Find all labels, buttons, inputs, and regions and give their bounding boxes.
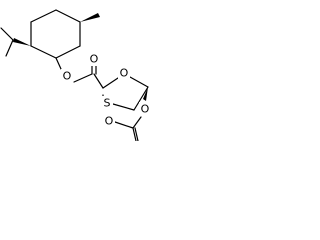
chemical-structure: O O O S O O: [0, 9, 151, 141]
svg-text:O: O: [63, 70, 72, 83]
atom-label-ring-oxygen: O: [118, 66, 130, 80]
atom-label-acetyl-oxygen: O: [103, 114, 115, 128]
atom-label-ester-oxygen: O: [61, 69, 73, 83]
svg-text:O: O: [120, 67, 129, 80]
acetoxy-group: [114, 87, 148, 141]
atom-label-acetoxy-oxygen: O: [139, 102, 151, 116]
methyl-wedge-bond: [80, 13, 100, 22]
svg-text:S: S: [104, 97, 111, 110]
atom-label-carbonyl-oxygen: O: [88, 52, 100, 66]
atom-label-ring-sulfur: S: [101, 96, 113, 110]
cyclohexane-ring: [30, 9, 81, 59]
svg-text:O: O: [105, 115, 114, 128]
svg-text:O: O: [90, 53, 99, 66]
svg-text:O: O: [141, 103, 150, 116]
isopropyl-group: [0, 27, 31, 57]
ester-linkage: [55, 57, 104, 89]
oxathiolane-ring: [102, 76, 149, 111]
